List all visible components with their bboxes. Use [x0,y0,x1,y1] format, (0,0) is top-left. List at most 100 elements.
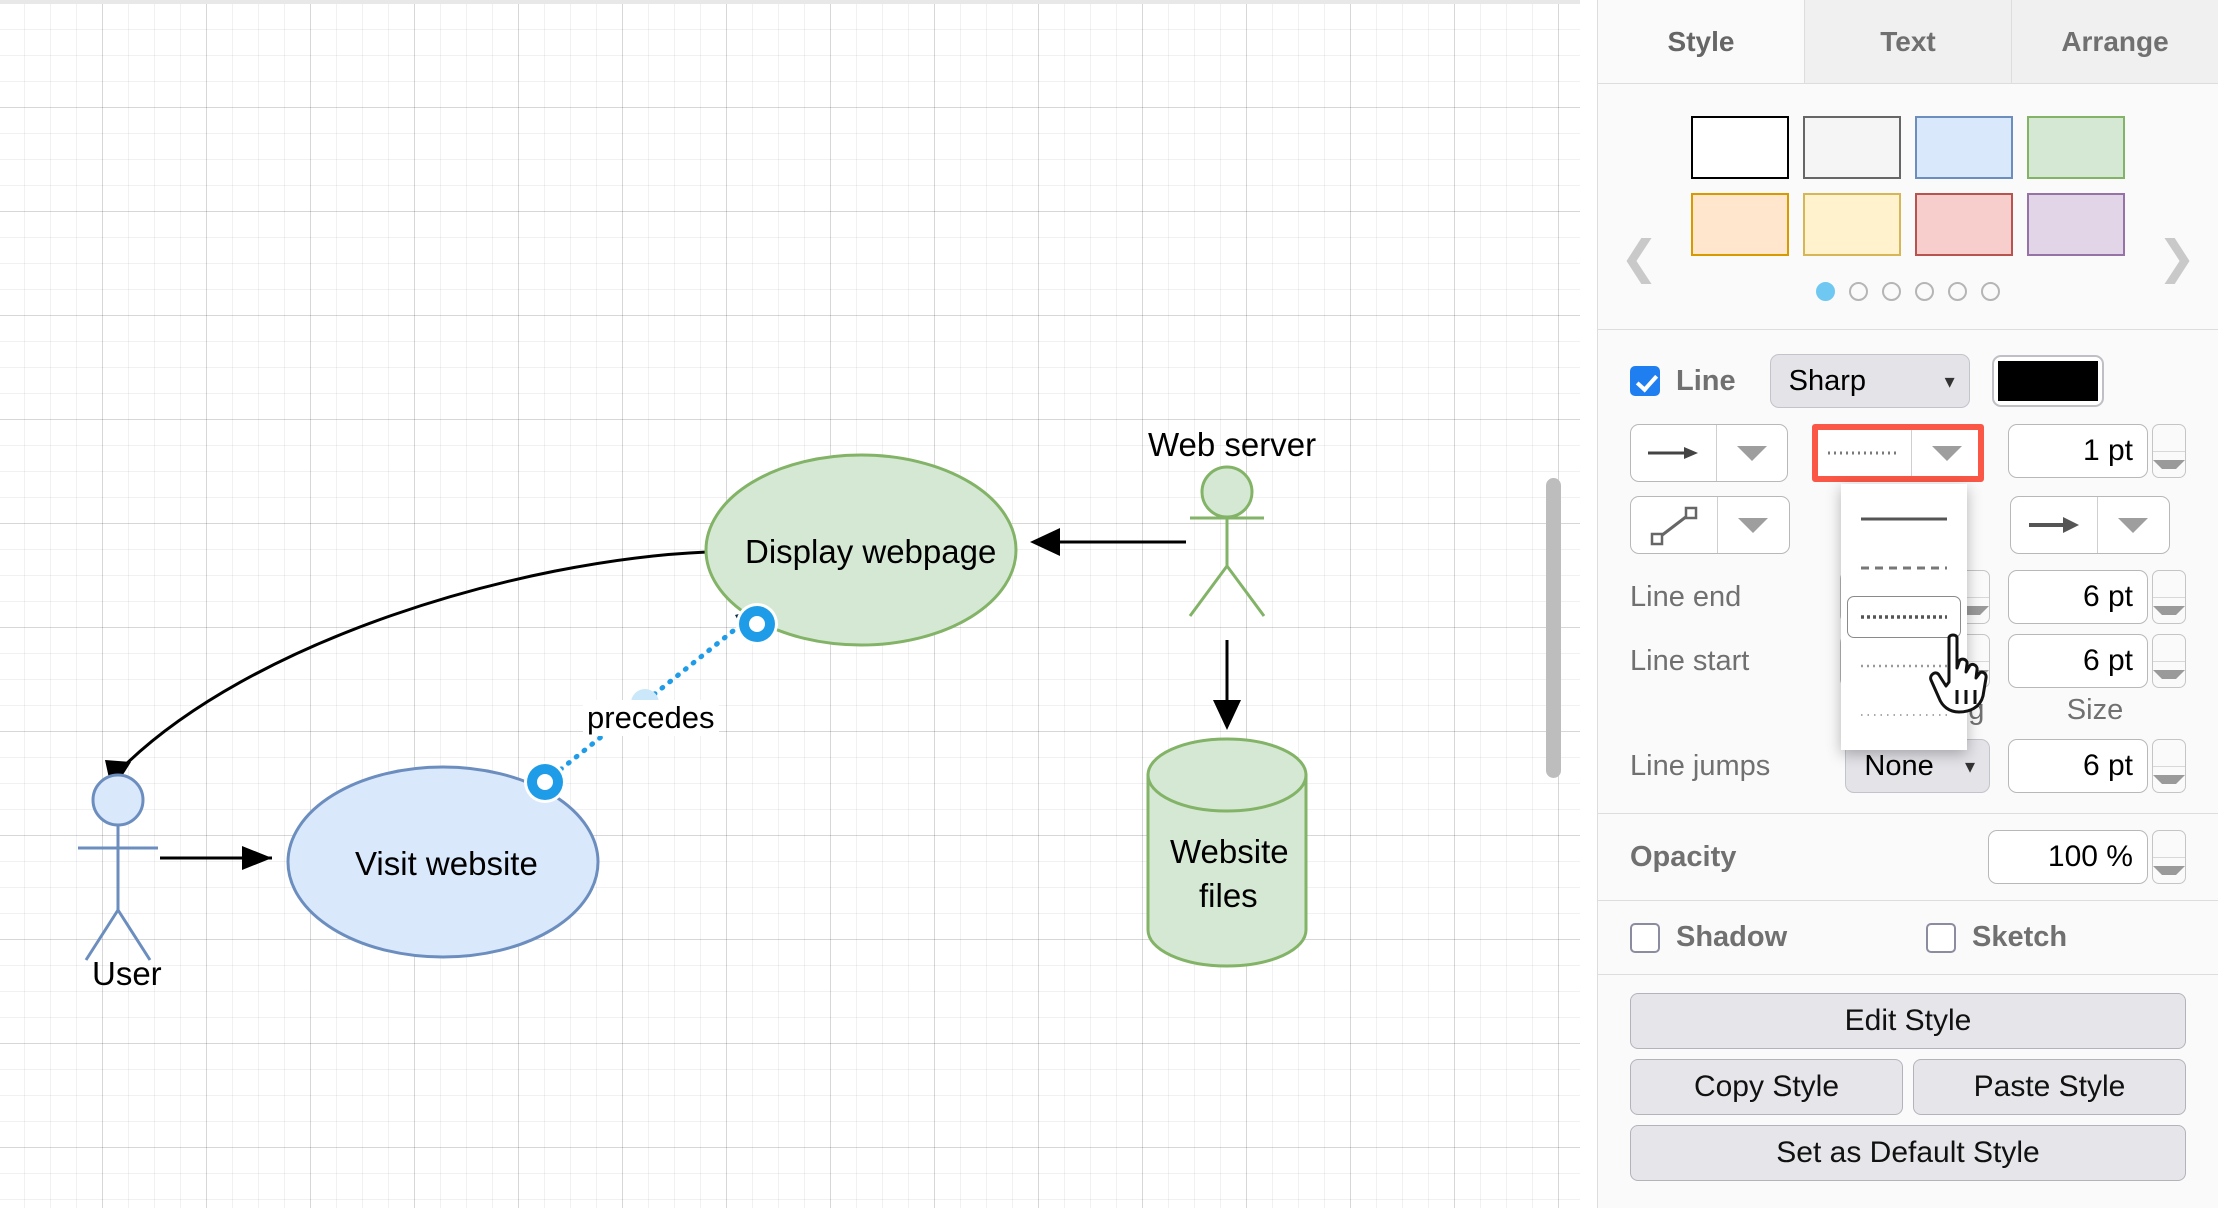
line-end-button[interactable] [2010,496,2170,554]
node-label-website-files-line1: Website [1170,833,1289,870]
line-jumps-size-input[interactable]: 6 pt [2008,739,2148,793]
palette-dot-3[interactable] [1882,282,1901,301]
line-end-size-value: 6 pt [2082,580,2133,613]
line-shape-select[interactable]: Sharp ▾ [1769,354,1970,408]
line-start-size-input[interactable]: 6 pt [2008,634,2148,688]
style-swatch-3[interactable] [2027,116,2125,179]
set-default-style-button[interactable]: Set as Default Style [1630,1125,2186,1181]
line-style-dashed[interactable] [1847,547,1961,589]
palette-dot-4[interactable] [1915,282,1934,301]
line-end-spacing-down[interactable] [1957,598,1989,624]
line-style-dotted[interactable] [1847,595,1961,638]
line-style-fine-dotted[interactable] [1847,645,1961,687]
line-color-button[interactable] [1991,355,2104,407]
web-server-actor[interactable] [1188,465,1266,617]
line-end-dropdown-caret[interactable] [2098,497,2169,553]
edge-label-precedes: precedes [583,700,719,736]
waypoints-button[interactable] [1630,496,1790,554]
style-palette-section: ❮ ❯ [1598,84,2218,330]
line-end-size-input[interactable]: 6 pt [2008,570,2148,624]
chevron-left-icon[interactable]: ❮ [1620,231,1659,283]
style-swatch-1[interactable] [1803,116,1901,179]
user-actor[interactable] [78,773,158,961]
edge-visit-to-display-selected[interactable] [524,603,778,803]
line-shape-value: Sharp [1788,364,1867,397]
edit-style-button[interactable]: Edit Style [1630,993,2186,1049]
sketch-checkbox[interactable] [1926,922,1956,953]
tab-arrange[interactable]: Arrange [2012,0,2218,83]
line-end-spacing-up[interactable] [1957,571,1989,598]
tab-arrange-label: Arrange [2061,25,2169,57]
shadow-label: Shadow [1676,921,1788,953]
diagram-canvas[interactable]: User Web server Visit website Display we… [0,0,1580,1208]
visit-website[interactable] [286,765,600,959]
opacity-section: Opacity 100 % [1598,814,2218,901]
style-swatch-7[interactable] [2027,193,2125,256]
effects-section: Shadow Sketch [1598,901,2218,975]
waypoints-dropdown-caret[interactable] [1718,497,1789,553]
palette-dot-5[interactable] [1948,282,1967,301]
palette-dot-6[interactable] [1981,282,2000,301]
line-arrow-dropdown-caret[interactable] [1717,425,1787,481]
style-swatch-4[interactable] [1691,193,1789,256]
node-label-visit-website: Visit website [355,845,538,882]
style-swatch-2[interactable] [1915,116,2013,179]
line-width-stepper-down[interactable] [2153,452,2185,478]
line-style-micro-dotted[interactable] [1847,694,1961,736]
line-style-button[interactable] [1812,424,1984,482]
edge-webserver-to-files[interactable] [1213,640,1241,730]
opacity-down[interactable] [2153,858,2185,884]
line-end-size-up[interactable] [2153,571,2185,598]
opacity-input[interactable]: 100 % [1988,830,2148,884]
line-width-stepper[interactable] [2152,424,2186,478]
website-files[interactable] [1146,737,1308,968]
palette-dot-1[interactable] [1816,282,1835,301]
style-actions-section: Edit Style Copy Style Paste Style Set as… [1598,975,2218,1181]
line-jumps-size-stepper[interactable] [2152,739,2186,793]
style-swatch-0[interactable] [1691,116,1789,179]
copy-style-button[interactable]: Copy Style [1630,1059,1903,1115]
paste-style-button[interactable]: Paste Style [1913,1059,2186,1115]
line-start-size-up[interactable] [2153,635,2185,662]
line-width-input[interactable]: 1 pt [2008,424,2148,478]
line-end-label: Line end [1630,580,1742,613]
line-style-solid[interactable] [1847,498,1961,540]
line-start-spacing-up[interactable] [1957,635,1989,662]
shadow-option[interactable]: Shadow [1630,921,1926,954]
palette-dot-2[interactable] [1849,282,1868,301]
line-arrow-button[interactable] [1630,424,1788,482]
style-swatch-5[interactable] [1803,193,1901,256]
diagonal-line-icon [1631,497,1718,553]
panel-tabs: Style Text Arrange [1598,0,2218,84]
edge-webserver-to-display[interactable] [1030,528,1186,556]
pointer-hand-cursor [1929,633,1988,714]
line-start-size-down[interactable] [2153,662,2185,688]
canvas-vertical-scrollbar[interactable] [1542,0,1564,1208]
line-checkbox[interactable] [1630,366,1660,396]
tab-style[interactable]: Style [1598,0,1805,83]
palette-pager [1598,282,2218,301]
line-start-size-stepper[interactable] [2152,634,2186,688]
line-jumps-size-up[interactable] [2153,740,2185,767]
shadow-checkbox[interactable] [1630,922,1660,953]
scrollbar-thumb[interactable] [1546,478,1561,778]
line-style-dropdown-menu[interactable] [1841,484,1967,750]
line-style-dropdown-caret[interactable] [1912,425,1983,481]
line-end-size-down[interactable] [2153,598,2185,624]
display-webpage[interactable] [704,453,1018,647]
diagram-svg [78,453,1308,968]
sketch-option[interactable]: Sketch [1926,921,2067,954]
chevron-right-icon[interactable]: ❯ [2157,231,2196,283]
arrow-right-icon [1631,425,1717,481]
tab-text-label: Text [1880,25,1936,57]
opacity-stepper[interactable] [2152,830,2186,884]
style-swatch-6[interactable] [1915,193,2013,256]
opacity-up[interactable] [2153,831,2185,858]
tab-text[interactable]: Text [1805,0,2012,83]
line-jumps-size-down[interactable] [2153,767,2185,793]
edge-display-to-user[interactable] [105,550,708,792]
line-width-stepper-up[interactable] [2153,425,2185,452]
line-width-value: 1 pt [2082,434,2133,467]
set-default-style-label: Set as Default Style [1776,1136,2040,1169]
line-end-size-stepper[interactable] [2152,570,2186,624]
